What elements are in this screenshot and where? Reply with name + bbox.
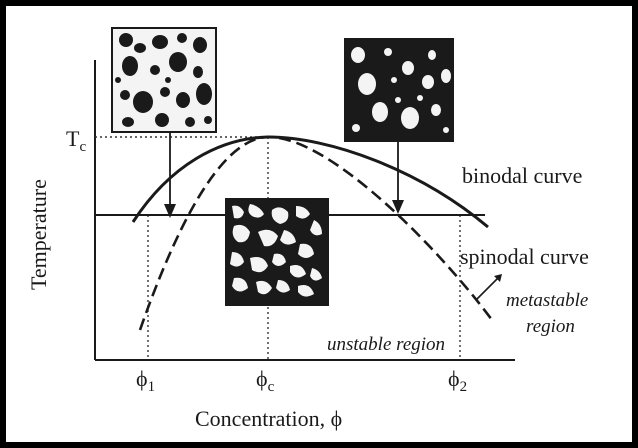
arrow-right-head <box>392 200 404 214</box>
bicontinuous-icon <box>225 198 329 306</box>
droplets-left-icon <box>111 27 217 133</box>
phi1-label: ϕ1 <box>136 366 155 395</box>
droplets-right-icon <box>344 38 454 142</box>
phi2-label: ϕ2 <box>448 366 467 395</box>
arrow-left-head <box>164 204 176 218</box>
spinodal-label: spinodal curve <box>460 244 589 269</box>
metastable-label-line2: region <box>526 316 575 337</box>
spinodal-curve <box>138 135 494 331</box>
x-axis-label: Concentration, ϕ <box>195 406 342 431</box>
unstable-region-label: unstable region <box>327 334 445 355</box>
metastable-arrow-shaft <box>475 277 499 301</box>
tc-label: Tc <box>66 126 86 155</box>
metastable-arrow-head <box>494 274 502 282</box>
binodal-label: binodal curve <box>462 163 582 188</box>
metastable-label-line1: metastable <box>506 290 588 311</box>
phic-label: ϕc <box>256 366 275 395</box>
y-axis-label: Temperature <box>26 179 51 290</box>
